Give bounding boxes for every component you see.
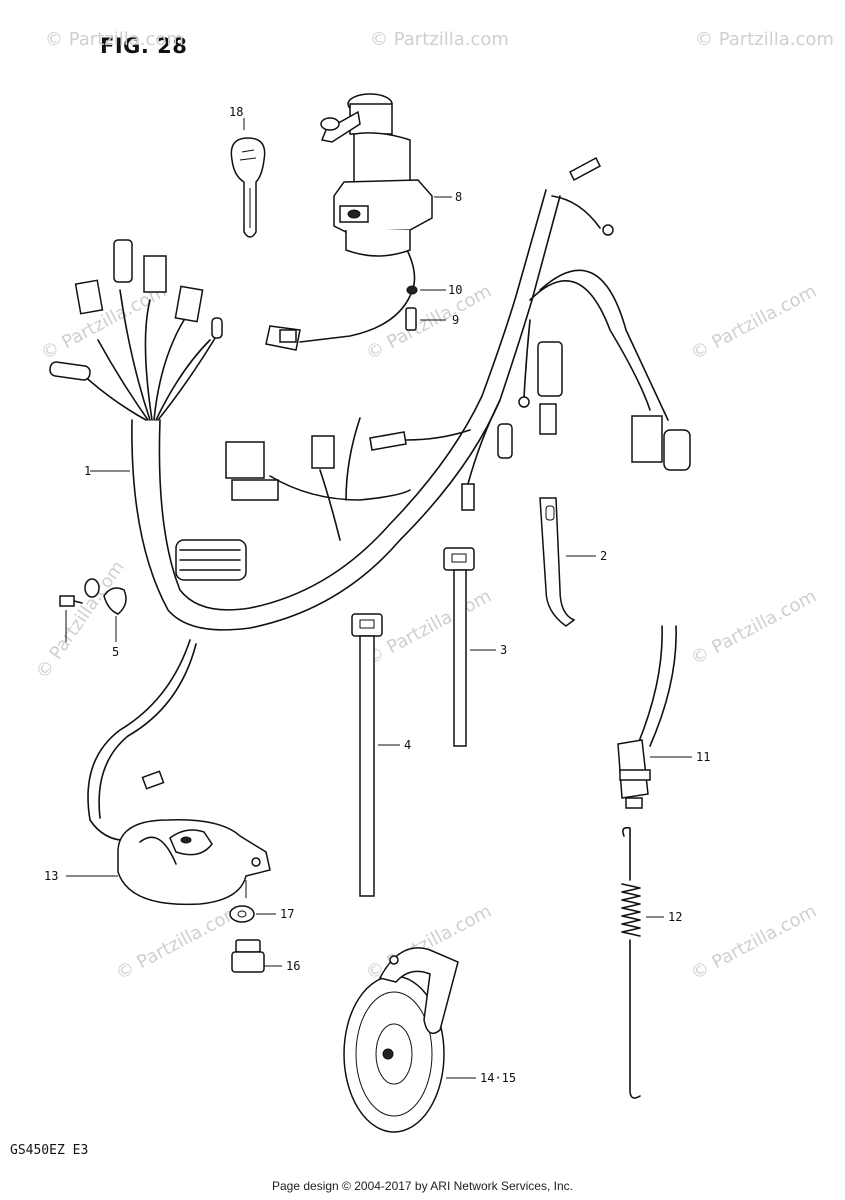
part-bolt[interactable] xyxy=(231,939,282,973)
part-harness-clamp[interactable] xyxy=(539,497,596,627)
part-ignition-switch[interactable] xyxy=(320,93,452,257)
part-harness-band-short[interactable] xyxy=(443,547,496,747)
part-ignition-lead[interactable] xyxy=(265,251,446,351)
model-code: GS450EZ E3 xyxy=(10,1143,89,1158)
callout-4: 4 xyxy=(404,738,411,752)
footer-copyright: Page design © 2004-2017 by ARI Network S… xyxy=(271,1179,573,1193)
watermark: © Partzilla.com xyxy=(112,901,245,985)
part-washer[interactable] xyxy=(229,905,276,923)
callout-9: 9 xyxy=(452,313,459,327)
watermark: © Partzilla.com xyxy=(687,901,820,985)
callout-2: 2 xyxy=(600,549,607,563)
part-harness-band-long[interactable] xyxy=(351,613,400,897)
figure-title: FIG. 28 xyxy=(100,34,188,58)
part-horn-bracket-plate[interactable] xyxy=(66,770,271,906)
callout-5: 5 xyxy=(112,645,119,659)
part-horn[interactable] xyxy=(343,947,476,1133)
part-main-wiring-harness[interactable] xyxy=(49,156,691,842)
watermark: © Partzilla.com xyxy=(370,29,509,50)
watermark: © Partzilla.com xyxy=(45,29,184,50)
callout-8: 8 xyxy=(455,190,462,204)
callout-13: 13 xyxy=(44,869,58,883)
callout-16: 16 xyxy=(286,959,300,973)
callout-17: 17 xyxy=(280,907,294,921)
callout-12: 12 xyxy=(668,910,682,924)
callout-3: 3 xyxy=(500,643,507,657)
callout-14-15: 14·15 xyxy=(480,1071,516,1085)
part-brake-switch-lead[interactable] xyxy=(617,625,692,809)
callout-18: 18 xyxy=(229,105,243,119)
part-switch-spring[interactable] xyxy=(621,826,664,1099)
callout-labels: 18 8 10 9 1 2 3 4 5 11 12 13 17 16 14·15 xyxy=(44,105,710,1085)
callout-10: 10 xyxy=(448,283,462,297)
watermark: © Partzilla.com xyxy=(687,281,820,365)
watermark: © Partzilla.com xyxy=(687,586,820,670)
watermark: © Partzilla.com xyxy=(695,29,834,50)
callout-1: 1 xyxy=(84,464,91,478)
callout-11: 11 xyxy=(696,750,710,764)
watermark: © Partzilla.com xyxy=(32,557,129,683)
watermark: © Partzilla.com xyxy=(362,281,495,365)
part-ground-bolt-set[interactable] xyxy=(59,578,127,642)
part-key[interactable] xyxy=(230,118,266,238)
